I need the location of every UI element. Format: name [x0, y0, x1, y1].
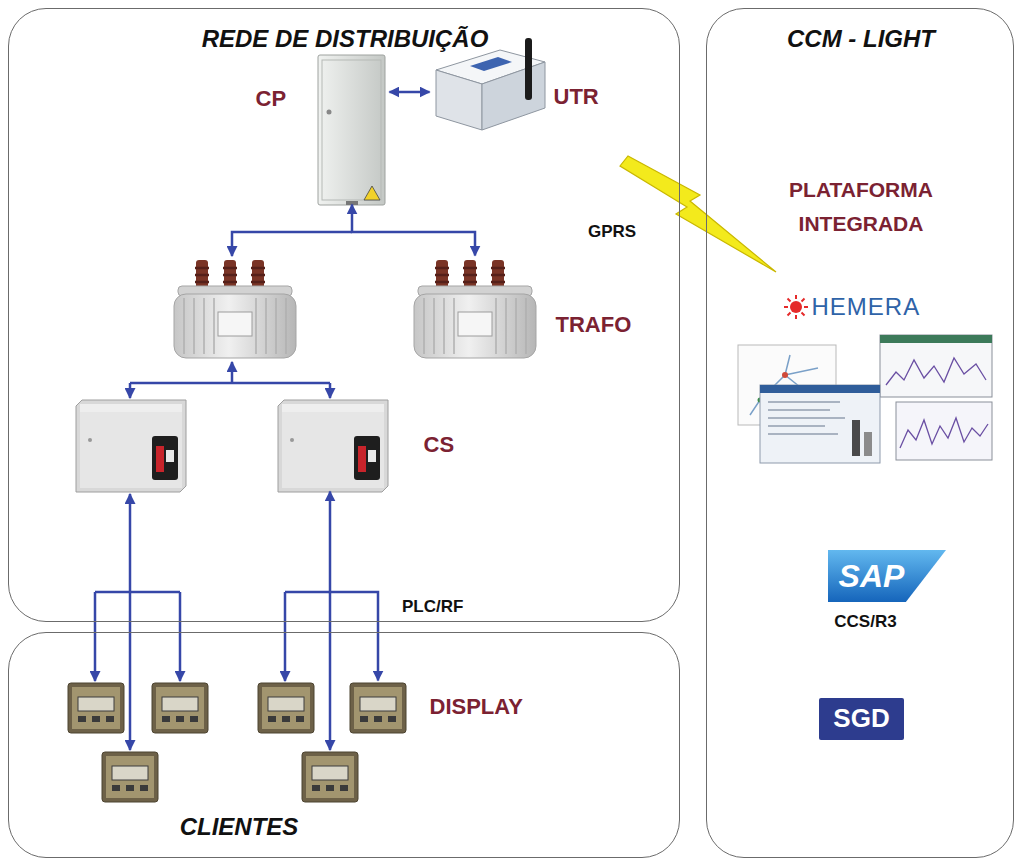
logo-node: SAPCCS/R3	[828, 550, 946, 602]
logo-text: HEMERA	[812, 293, 921, 322]
plc-wire	[95, 591, 180, 594]
chart-line	[900, 418, 988, 448]
equipment-label: CS	[424, 432, 455, 458]
switchgear-icon	[278, 400, 388, 492]
plc-wire	[129, 494, 132, 592]
platform-heading: PLATAFORMA INTEGRADA	[746, 173, 976, 240]
panel-title: CCM - LIGHT	[707, 25, 1015, 54]
warning-sign	[364, 186, 380, 200]
feeder-wire	[329, 383, 332, 398]
rtu-antenna	[525, 38, 532, 100]
display-icon	[68, 683, 124, 733]
cabinet-door	[322, 60, 381, 200]
cabinet-icon	[318, 55, 385, 205]
logo-node: HEMERA	[780, 290, 960, 324]
sun-disc	[790, 301, 802, 313]
screen-header	[880, 335, 992, 343]
plc-wire	[285, 591, 330, 594]
link-label: GPRS	[588, 222, 636, 242]
region-panel: CCM - LIGHT PLATAFORMA INTEGRADA HEMERA SAP…	[706, 8, 1014, 858]
form-bar	[852, 420, 860, 456]
rtu-node: UTR	[430, 44, 610, 136]
rtu-side	[482, 62, 545, 130]
rtu-sticker	[470, 57, 512, 71]
connector	[330, 492, 378, 681]
screen-card	[880, 335, 992, 397]
connector	[352, 205, 475, 256]
plc-wire	[284, 592, 287, 681]
plc-wire	[329, 592, 332, 750]
logo-sun	[784, 295, 808, 319]
transformer-node: TRAFO	[408, 256, 648, 362]
feeder-wire	[129, 383, 132, 398]
feeder-wire	[130, 382, 330, 385]
feeder-wire	[232, 232, 352, 256]
equipment-label: CP	[256, 86, 287, 112]
screen-header	[760, 385, 880, 393]
panel-title: CLIENTES	[129, 813, 349, 842]
system-name: SGD	[833, 703, 889, 734]
plc-wire	[179, 592, 182, 681]
chart-line	[886, 358, 986, 385]
feeder-wire	[231, 362, 234, 383]
cabinet-gland	[346, 201, 358, 205]
screen-card	[896, 402, 992, 460]
plc-wire	[129, 592, 132, 750]
wireless-bolt	[620, 156, 776, 272]
screen-card	[760, 385, 880, 463]
wire-group	[95, 232, 352, 750]
equipment-label: DISPLAY	[430, 694, 523, 720]
transformer-icon	[174, 260, 296, 358]
transformer-icon	[414, 260, 536, 358]
form-bar	[864, 432, 872, 456]
display-icon	[102, 752, 158, 802]
switchgear-node: CS	[276, 398, 466, 492]
sun-rays	[784, 295, 808, 319]
display-icon	[302, 752, 358, 802]
software-screens	[738, 335, 992, 463]
plc-wire	[94, 592, 97, 681]
cabinet-body	[318, 55, 385, 205]
equipment-label: UTR	[554, 84, 599, 110]
equipment-label: TRAFO	[556, 312, 632, 338]
switchgear-icon	[76, 400, 186, 492]
cabinet-node: CP	[250, 52, 390, 205]
cabinet-lock	[327, 110, 332, 115]
network-dot	[782, 372, 788, 378]
display-icon	[350, 683, 406, 733]
logo-outline	[828, 550, 946, 602]
display-node: DISPLAY	[348, 681, 538, 735]
rtu-front	[436, 70, 482, 130]
link-label: PLC/RF	[402, 597, 463, 617]
system-box: SGD	[819, 698, 904, 740]
display-icon	[258, 683, 314, 733]
connector	[390, 91, 430, 94]
connector-group	[330, 92, 475, 681]
system-caption: CCS/R3	[816, 612, 916, 632]
region-panel: REDE DE DISTRIBUIÇÃO CP UTR TRAFO CS	[8, 8, 680, 622]
region-panel: CLIENTES DISPLAY	[8, 632, 680, 858]
logo-text: SAP	[832, 557, 912, 595]
panel-title: REDE DE DISTRIBUIÇÃO	[9, 25, 681, 54]
display-icon	[152, 683, 208, 733]
form-lines	[768, 402, 845, 434]
